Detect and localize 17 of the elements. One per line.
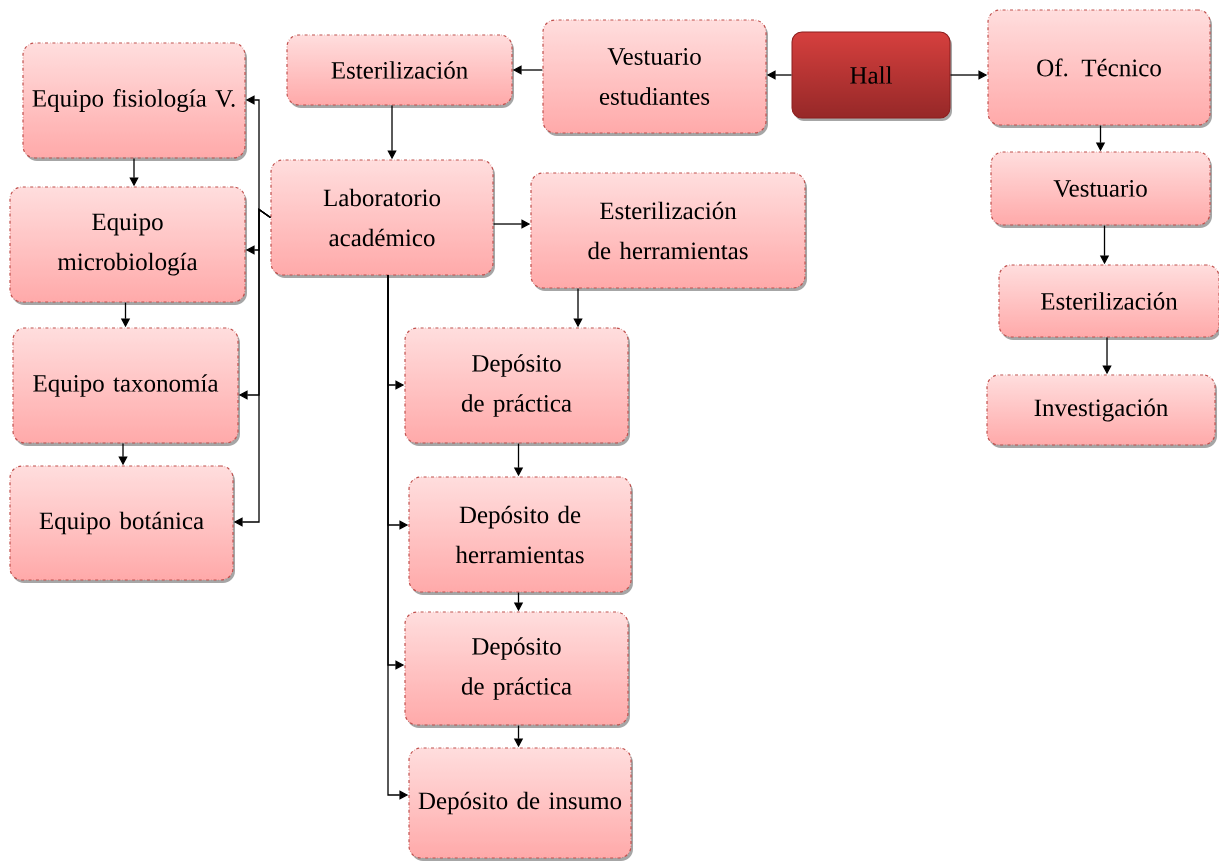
room-box: Equipo botánica	[9, 465, 235, 583]
hall-box: Hall	[791, 31, 952, 121]
room-box: Depósito de práctica	[404, 327, 630, 446]
room-box: Laboratorio académico	[270, 159, 495, 278]
room-box: Esterilización	[998, 264, 1219, 340]
room-box: Vestuario	[990, 151, 1212, 228]
room-box: Depósito de práctica	[404, 611, 630, 728]
room-box: Depósito de insumo	[408, 747, 633, 861]
room-box: Esterilización de herramientas	[530, 172, 807, 291]
room-box: Depósito de herramientas	[408, 476, 633, 595]
room-box: Of. Técnico	[987, 9, 1212, 128]
room-box: Esterilización	[286, 34, 514, 108]
room-box: Equipo fisiología V.	[22, 42, 247, 161]
room-box: Equipo taxonomía	[12, 327, 240, 446]
room-box: Vestuario estudiantes	[542, 19, 768, 136]
room-box: Equipo microbiología	[9, 186, 247, 305]
room-box: Investigación	[986, 374, 1217, 448]
